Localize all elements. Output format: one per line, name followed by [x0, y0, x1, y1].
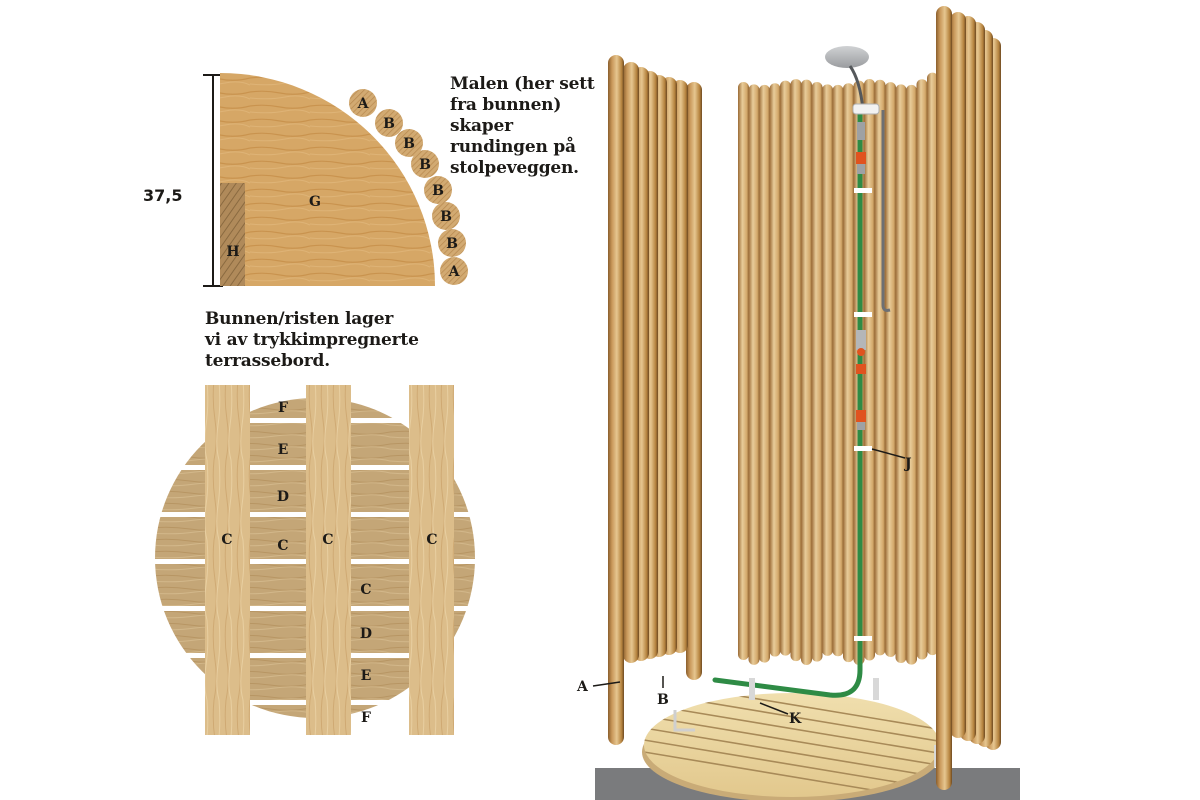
back-wall-pole	[864, 79, 875, 661]
svg-text:E: E	[361, 668, 372, 684]
svg-text:C: C	[426, 532, 437, 548]
post-a-right	[936, 6, 952, 790]
svg-text:C: C	[277, 538, 288, 554]
post-a-top	[349, 89, 377, 117]
floor-diagram: C C C F E D C C D E F	[155, 385, 475, 735]
post-b-5	[432, 202, 460, 230]
callout-j: J	[871, 448, 912, 472]
left-wall	[608, 55, 702, 745]
callout-k: K	[759, 702, 802, 727]
svg-text:B: B	[419, 157, 431, 173]
back-wall-pole	[811, 82, 823, 662]
shower-illustration: A B J K	[576, 6, 1020, 800]
back-wall-pole	[759, 84, 770, 663]
bracket-k	[749, 678, 755, 700]
svg-text:B: B	[657, 692, 669, 708]
svg-text:D: D	[277, 489, 289, 505]
back-wall-pole	[790, 79, 802, 662]
post-a	[608, 55, 624, 745]
svg-text:A: A	[448, 264, 461, 280]
back-wall-pole	[906, 84, 917, 665]
post-b-1	[375, 109, 403, 137]
joist-left	[205, 385, 250, 735]
block-label-h: H	[226, 244, 239, 260]
back-wall-pole	[748, 84, 760, 665]
back-wall-pole	[927, 72, 938, 656]
svg-text:B: B	[403, 136, 415, 152]
back-wall-pole	[885, 82, 896, 657]
block-h	[220, 183, 245, 286]
callout-a: A	[576, 679, 621, 695]
garden-hose	[712, 107, 863, 698]
svg-text:C: C	[360, 582, 371, 598]
svg-text:C: C	[322, 532, 333, 548]
svg-text:A: A	[576, 679, 589, 695]
svg-text:A: A	[357, 96, 370, 112]
svg-text:F: F	[278, 400, 288, 416]
svg-text:F: F	[361, 710, 371, 726]
template-posts: A B B B B B B A	[349, 89, 468, 285]
template-diagram: G H A B B B B B B A	[203, 73, 468, 287]
hose-clip-j	[854, 446, 872, 451]
back-wall-pole	[822, 84, 833, 656]
joist-right	[409, 385, 454, 735]
back-wall-pole	[738, 82, 749, 660]
svg-text:B: B	[383, 116, 395, 132]
post-b-4	[424, 176, 452, 204]
svg-text:B: B	[446, 236, 458, 252]
post-b-2	[395, 129, 423, 157]
back-wall-pole	[801, 79, 812, 665]
post-b-3	[411, 150, 439, 178]
floor-caption: Bunnen/risten lager vi av trykkimpregner…	[205, 309, 419, 371]
svg-text:J: J	[903, 456, 912, 472]
svg-text:K: K	[789, 711, 802, 727]
shower-head	[825, 46, 869, 68]
back-wall	[738, 62, 970, 665]
post-b	[686, 82, 702, 680]
wall-pole	[950, 12, 966, 738]
post-a-bottom	[440, 257, 468, 285]
back-wall-pole	[832, 84, 844, 657]
plate-label-g: G	[309, 194, 321, 210]
back-wall-pole	[780, 80, 791, 656]
callout-b: B	[657, 676, 669, 708]
svg-text:B: B	[432, 183, 444, 199]
shower-holder	[852, 103, 880, 115]
svg-text:D: D	[360, 626, 372, 642]
svg-text:B: B	[440, 209, 452, 225]
post-b-6	[438, 229, 466, 257]
template-caption: Malen (her sett fra bunnen) skaper rundi…	[450, 74, 595, 178]
floor-deck	[642, 693, 942, 800]
back-wall-pole	[916, 79, 928, 660]
hose-valve	[857, 348, 865, 356]
hose-fitting-orange	[856, 152, 866, 164]
right-wall	[936, 6, 1001, 790]
back-wall-pole	[769, 83, 781, 657]
back-wall-pole	[843, 83, 854, 663]
joist-middle	[306, 385, 351, 735]
template-plate-g	[220, 73, 435, 286]
back-wall-pole	[895, 84, 907, 664]
dimension-label: 37,5	[143, 186, 183, 205]
wall-pole	[623, 62, 639, 663]
hose-clip	[854, 188, 872, 193]
svg-text:E: E	[278, 442, 289, 458]
svg-text:C: C	[221, 532, 232, 548]
